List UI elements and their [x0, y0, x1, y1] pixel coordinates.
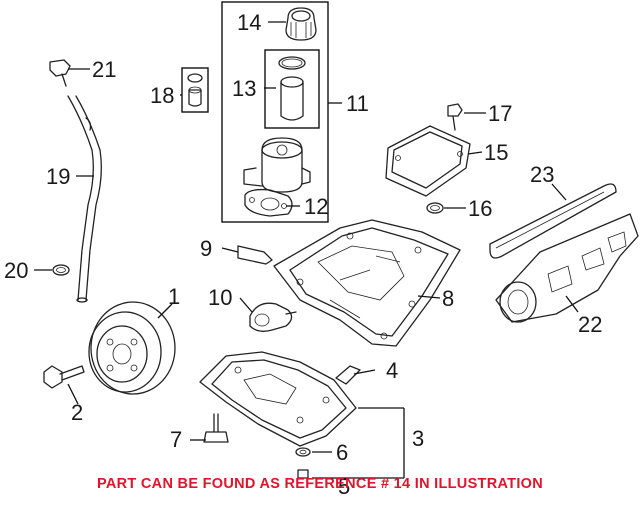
callout-1: 1 [168, 284, 180, 309]
callout-6: 6 [336, 440, 348, 465]
part-2-bolt[interactable] [43, 365, 85, 389]
callout-18: 18 [150, 83, 174, 108]
callout-17: 17 [488, 101, 512, 126]
part-13-filter-element[interactable] [278, 56, 306, 121]
callout-20: 20 [4, 258, 28, 283]
part-7-drain-plug[interactable] [203, 413, 229, 443]
callout-11: 11 [346, 91, 369, 116]
part-16-o-ring[interactable] [426, 202, 444, 214]
callout-5: 5 [338, 474, 350, 499]
callout-9: 9 [200, 236, 212, 261]
part-1-pulley[interactable] [88, 301, 176, 395]
part-5-plug[interactable] [297, 469, 309, 479]
callout-7: 7 [170, 427, 182, 452]
part-4-bracket[interactable] [335, 365, 361, 385]
filter-box-13 [264, 49, 320, 129]
assembly-box-11 [221, 1, 329, 223]
callout-3: 3 [412, 426, 424, 451]
part-6-washer[interactable] [295, 447, 311, 457]
part-3-lower-oil-pan[interactable] [199, 351, 357, 447]
part-12-gasket[interactable] [244, 188, 293, 217]
callout-12: 12 [304, 194, 328, 219]
callout-22: 22 [578, 312, 602, 337]
part-22-manifold[interactable] [495, 213, 639, 323]
callout-16: 16 [468, 196, 492, 221]
part-8-upper-oil-pan[interactable] [273, 219, 461, 347]
reference-note: PART CAN BE FOUND AS REFERENCE # 14 IN I… [96, 476, 544, 492]
callout-19: 19 [46, 164, 70, 189]
callout-23: 23 [530, 162, 554, 187]
part-11-filter-housing[interactable] [243, 137, 311, 193]
leader-lines [34, 21, 579, 479]
callout-21: 21 [92, 57, 116, 82]
part-21-sensor[interactable] [49, 59, 71, 87]
part-20-o-ring[interactable] [52, 264, 70, 276]
callout-10: 10 [208, 285, 232, 310]
callout-8: 8 [442, 286, 454, 311]
part-17-bolt[interactable] [447, 103, 463, 131]
part-14-oil-filter-cap[interactable] [285, 7, 317, 41]
part-19-dipstick-tube[interactable] [67, 95, 102, 303]
part-9-bracket[interactable] [237, 245, 273, 265]
callout-14: 14 [237, 10, 261, 35]
callout-13: 13 [232, 76, 256, 101]
part-10-pickup[interactable] [249, 302, 297, 332]
callout-labels: 1 2 3 4 5 6 7 8 9 10 11 12 13 14 15 16 1… [4, 10, 602, 499]
callout-4: 4 [386, 358, 398, 383]
part-15-cover[interactable] [385, 125, 471, 197]
callout-2: 2 [71, 400, 83, 425]
part-18-seal-plug[interactable] [181, 67, 209, 113]
callout-15: 15 [484, 140, 508, 165]
part-23-gasket[interactable] [489, 183, 617, 259]
